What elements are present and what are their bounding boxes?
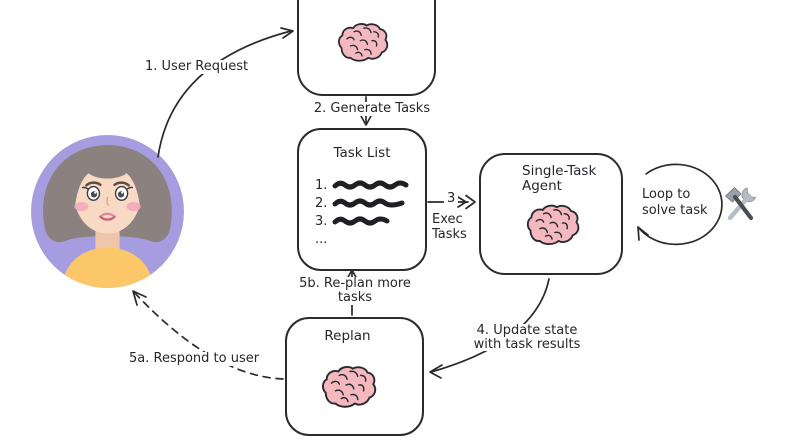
arrowhead-user-request [280,27,294,39]
blush-right [126,201,141,212]
arrowhead-exec-tasks [465,194,476,210]
upper-lip [101,212,114,217]
label-loop-to-solve: Loop to solve task [642,187,708,218]
label-update-state: 4. Update state with task results [453,324,601,351]
agent-title: Single-Task Agent [522,163,597,194]
label-exec-tasks: Exec Tasks [432,212,467,242]
replan-node: Replan [285,317,424,436]
label-user-request: 1. User Request [142,60,252,74]
label-generate-tasks: 2. Generate Tasks [297,102,447,116]
hammer-handle [732,194,754,221]
arrowhead-exec-tasks-2 [457,196,467,208]
generate-tasks-node [297,0,436,96]
brain-icon [318,363,380,411]
label-replan-more: 5b. Re-plan more tasks [285,277,425,305]
task-list-item: ... [315,230,412,248]
task-list-title: Task List [333,145,391,161]
task-squiggle-icon [332,180,409,190]
task-squiggle-icon [332,216,390,226]
label-respond-to-user: 5a. Respond to user [126,352,263,366]
task-list-item: 3. [315,212,412,230]
eyebrows [85,181,130,187]
shirt [61,247,154,288]
eyes [81,185,134,201]
user-avatar [31,135,184,288]
blush-left [74,201,89,212]
task-list-item: 1. [315,176,412,194]
hammer-head [724,186,742,203]
task-list-items: 1. 2. 3. ... [315,176,412,248]
hammer-wrench-icon [724,186,757,221]
hair-front [72,153,143,212]
task-number: 1. [315,177,328,193]
brain-icon [523,202,583,248]
wrench-handle [727,193,752,221]
label-exec-number: 3 [444,192,459,206]
task-squiggle-icon [332,198,405,208]
mouth [99,215,116,221]
task-list-item: 2. [315,194,412,212]
face [74,157,141,234]
task-list-node: Task List 1. 2. 3. ... [297,128,427,271]
task-number: 3. [315,213,328,229]
task-number: 2. [315,195,328,211]
single-task-agent-node: Single-Task Agent [479,153,623,275]
task-ellipsis: ... [315,231,328,247]
arrowhead-loop [637,226,649,241]
brain-icon [334,21,392,64]
replan-title: Replan [324,328,371,344]
arrowhead-respond [132,290,147,306]
arrowhead-generate-tasks [360,115,372,126]
nose [106,196,110,206]
arrowhead-update-state [429,364,443,379]
